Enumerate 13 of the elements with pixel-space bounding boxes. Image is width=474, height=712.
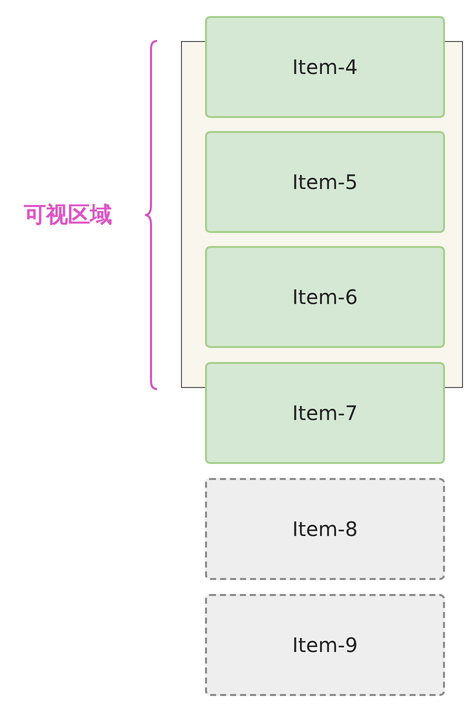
list-item-box: [205, 246, 445, 348]
item-label: Item-4: [292, 55, 358, 79]
item-label: Item-5: [292, 170, 358, 194]
list-item-box: [205, 478, 445, 580]
item-label: Item-9: [292, 633, 358, 657]
visible-area-label: 可视区域: [24, 202, 112, 230]
list-item-box: [205, 362, 445, 464]
item-label: Item-7: [292, 401, 358, 425]
list-item-box: [205, 594, 445, 696]
list-item-box: [205, 131, 445, 233]
item-label: Item-6: [292, 285, 358, 309]
item-label: Item-8: [292, 517, 358, 541]
list-item-box: [205, 16, 445, 118]
